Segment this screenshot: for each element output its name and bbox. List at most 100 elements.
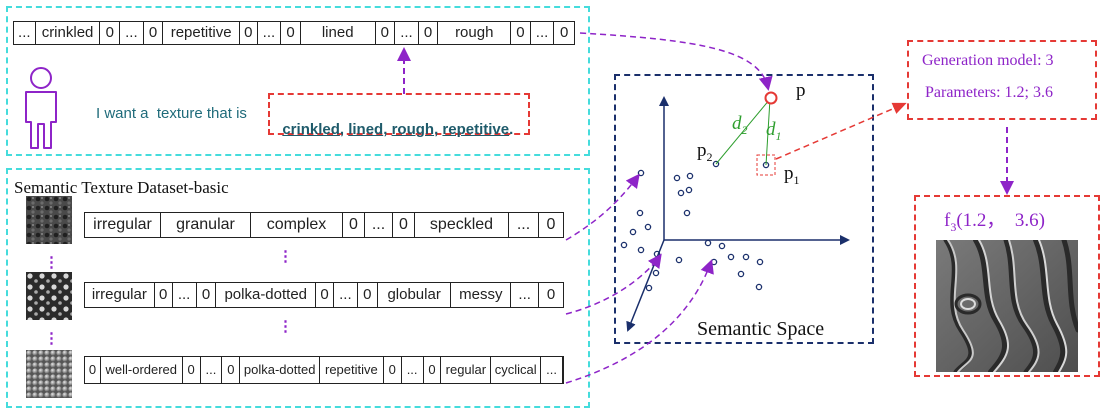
generated-texture-image (936, 240, 1078, 372)
nearest-point-box (756, 154, 776, 176)
row-cell: messy (451, 283, 512, 307)
query-panel (6, 6, 590, 156)
label-d2-sub: 2 (741, 122, 748, 137)
person-icon (25, 67, 57, 149)
data-point (718, 242, 726, 250)
data-point (677, 189, 685, 197)
strip-cell: ... (14, 22, 36, 44)
row-cell: ... (541, 357, 563, 383)
row-cell: 0 (343, 213, 365, 237)
strip-cell: repetitive (163, 22, 240, 44)
row-cell: ... (509, 213, 539, 237)
row-cell: ... (365, 213, 393, 237)
data-point (685, 186, 693, 194)
row-cell: cyclical (491, 357, 542, 383)
row-cell: polka-dotted (240, 357, 320, 383)
label-d2-base: d (732, 113, 742, 134)
texture-thumbnail-regular (26, 350, 72, 398)
row-cell: globular (378, 283, 452, 307)
strip-cell: ... (395, 22, 419, 44)
dataset-row-1: irregular granular complex 0 ... 0 speck… (84, 212, 564, 238)
strip-cell: ... (531, 22, 555, 44)
keyword-separator: . (509, 121, 514, 138)
row-cell: 0 (546, 216, 556, 233)
row-cell: ... (402, 357, 424, 383)
keyword-separator: , (434, 121, 443, 138)
z-axis (626, 239, 665, 332)
data-point (636, 209, 644, 217)
label-p2-sub: 2 (706, 149, 713, 164)
output-box (914, 195, 1100, 377)
data-point (712, 160, 720, 168)
row-cell: complex (251, 213, 343, 237)
row-cell: 0 (183, 357, 201, 383)
row-cell: 0 (358, 283, 378, 307)
dataset-title: Semantic Texture Dataset-basic (14, 178, 229, 197)
row-cell: ... (201, 357, 223, 383)
label-d1-base: d (766, 119, 776, 140)
data-point (637, 169, 645, 177)
row1-to-space-arrow (565, 173, 640, 241)
label-p2: p2 (697, 140, 713, 165)
strip-cell: ... (258, 22, 282, 44)
row-cell: 0 (393, 213, 415, 237)
row-cell: irregular (85, 213, 161, 237)
data-point (686, 172, 694, 180)
data-point (756, 258, 764, 266)
output-fn: f (944, 210, 951, 231)
strip-cell: crinkled (36, 22, 101, 44)
row-cell: 0 (155, 283, 173, 307)
row-cell: regular (441, 357, 492, 383)
row2-to-space-arrow (565, 253, 662, 315)
keyword-repetitive: repetitive (442, 121, 510, 138)
generation-model-text: Generation model: 3 (922, 52, 1054, 69)
data-point (683, 209, 691, 217)
dataset-panel (6, 168, 590, 408)
dataset-row-3: 0 well-ordered 0 ... 0 polka-dotted repe… (84, 356, 564, 384)
data-point (620, 241, 628, 249)
row-cell: 0 (546, 286, 556, 303)
query-sentence-prefix: I want a texture that is (96, 105, 247, 122)
query-to-space-arrow (579, 32, 773, 91)
strip-cell: 0 (559, 24, 569, 41)
strip-cell: rough (438, 22, 512, 44)
data-point (755, 283, 763, 291)
keyword-box (268, 93, 530, 135)
label-p1-sub: 1 (793, 172, 800, 187)
data-point (704, 239, 712, 247)
row-cell: 0 (85, 357, 101, 383)
row-cell: 0 (384, 357, 402, 383)
strip-cell: 0 (376, 22, 396, 44)
strip-cell: 0 (281, 22, 301, 44)
data-point (675, 256, 683, 264)
keyword-separator: , (339, 121, 349, 138)
strip-cell: ... (120, 22, 144, 44)
row3-to-space-arrow (565, 259, 714, 384)
data-point (673, 174, 681, 182)
row-cell: repetitive (320, 357, 384, 383)
row-cell: polka-dotted (216, 283, 317, 307)
keyword-separator: , (383, 121, 392, 138)
row-cell: 0 (197, 283, 217, 307)
label-d1-sub: 1 (775, 128, 782, 143)
texture-thumbnail-granular (26, 196, 72, 244)
label-p2-base: p (697, 140, 707, 161)
strip-cell: lined (301, 22, 376, 44)
row-cell: ... (173, 283, 197, 307)
output-fn-sub: 3 (950, 219, 957, 234)
label-p1-base: p (784, 163, 794, 184)
data-point (637, 246, 645, 254)
label-p1: p1 (784, 163, 800, 188)
data-point (737, 270, 745, 278)
generation-params-text: Parameters: 1.2; 3.6 (925, 84, 1053, 101)
distance-line-d1 (765, 98, 771, 166)
label-d1: d1 (766, 119, 782, 144)
keyword-lined: lined (348, 121, 384, 138)
strip-cell: 0 (419, 22, 439, 44)
p1-to-generation-arrow (775, 102, 907, 160)
query-keywords: crinkled, lined, rough, repetitive. (274, 104, 513, 138)
row-cell: irregular (85, 283, 155, 307)
data-point (652, 269, 660, 277)
semantic-space-box (614, 74, 874, 344)
